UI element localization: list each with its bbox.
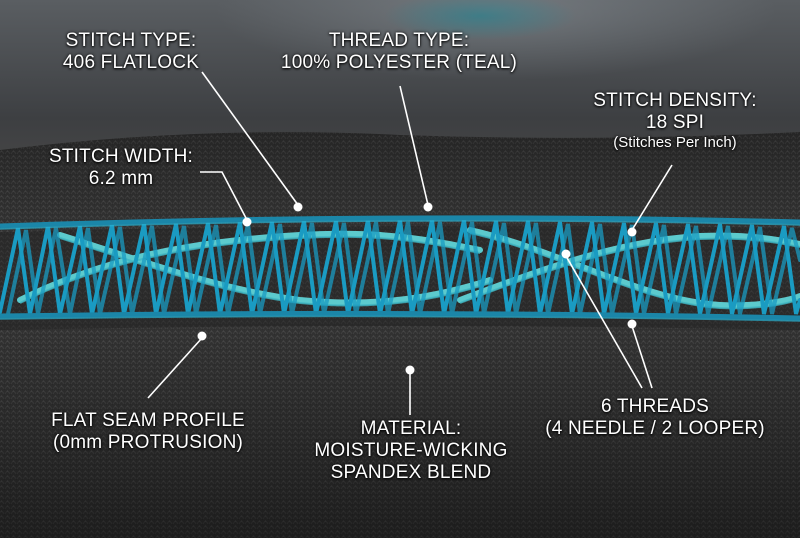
flat-seam-marker [197,331,207,341]
stitch-type-marker [293,202,303,212]
stitch-width-leader-line [200,171,248,221]
stitch-width-marker [242,217,252,227]
stitch-density-value: 18 SPI [645,111,705,133]
threads-title: 6 THREADS [600,396,710,417]
stitch-type-label: STITCH TYPE: 406 FLATLOCK [40,30,222,74]
thread-type-value: 100% POLYESTER (TEAL) [280,51,518,73]
material-value-2: SPANDEX BLEND [330,461,492,483]
stitch-width-label: STITCH WIDTH: 6.2 mm [38,146,204,190]
stitch-type-value: 406 FLATLOCK [62,51,200,73]
thread-type-leader-line [399,85,429,206]
stitch-width-title: STITCH WIDTH: [48,146,194,167]
threads-value: (4 NEEDLE / 2 LOOPER) [545,417,765,439]
flat-seam-value: (0mm PROTRUSION) [52,431,244,453]
thread-type-title: THREAD TYPE: [328,30,470,51]
thread-type-marker [423,202,433,212]
flat-seam-label: FLAT SEAM PROFILE (0mm PROTRUSION) [20,410,276,454]
flat-seam-leader-line [147,337,203,399]
stitch-density-leader-line [631,164,673,231]
material-value: MOISTURE-WICKING [314,439,508,461]
stitch-density-title: STITCH DENSITY: [593,90,757,111]
stitch-density-marker [627,227,637,237]
material-title: MATERIAL: [360,418,462,439]
threads-marker-1 [561,249,571,259]
material-label: MATERIAL: MOISTURE-WICKING SPANDEX BLEND [292,418,530,484]
stitch-type-title: STITCH TYPE: [65,30,197,51]
threads-label: 6 THREADS (4 NEEDLE / 2 LOOPER) [520,396,790,440]
threads-marker-2 [627,319,637,329]
stitch-density-note: (Stitches Per Inch) [613,133,737,151]
material-marker [405,365,415,375]
thread-type-label: THREAD TYPE: 100% POLYESTER (TEAL) [268,30,530,74]
threads-leader-line-1 [565,255,643,389]
flat-seam-title: FLAT SEAM PROFILE [51,410,245,431]
stitch-width-value: 6.2 mm [88,167,154,189]
threads-leader-line-2 [631,325,653,389]
stitch-type-leader-line [201,71,299,206]
stitch-density-label: STITCH DENSITY: 18 SPI (Stitches Per Inc… [576,90,774,151]
